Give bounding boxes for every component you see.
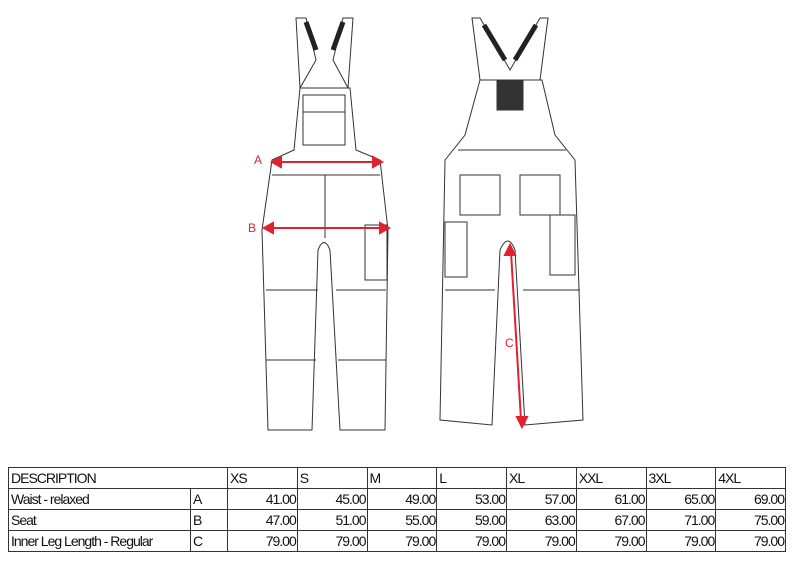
table-header-row: DESCRIPTION XS S M L XL XXL 3XL 4XL	[8, 467, 786, 489]
measurement-cell: 79.00	[575, 530, 647, 552]
measurement-cell: 79.00	[436, 530, 507, 552]
measurement-cell: 41.00	[227, 488, 298, 510]
measurement-cell: 57.00	[506, 488, 577, 510]
row-code: A	[190, 488, 228, 510]
row-code: B	[190, 509, 228, 531]
measurement-cell: 61.00	[575, 488, 647, 510]
header-size: 4XL	[715, 467, 786, 489]
measurement-cell: 79.00	[366, 530, 438, 552]
row-description: Seat	[8, 509, 191, 531]
row-code: C	[190, 530, 228, 552]
row-description: Inner Leg Length - Regular	[8, 530, 191, 552]
measurement-cell: 59.00	[436, 509, 507, 531]
header-size: XS	[227, 467, 298, 489]
header-size: M	[366, 467, 438, 489]
header-size: S	[296, 467, 368, 489]
measurement-cell: 47.00	[227, 509, 298, 531]
row-description: Waist - relaxed	[8, 488, 191, 510]
measurement-cell: 45.00	[296, 488, 368, 510]
measurement-cell: 69.00	[715, 488, 786, 510]
header-size: L	[436, 467, 507, 489]
measurement-cell: 67.00	[575, 509, 647, 531]
header-size: XL	[506, 467, 577, 489]
front-view	[261, 17, 389, 431]
measurement-cell: 65.00	[645, 488, 717, 510]
measurement-cell: 79.00	[296, 530, 368, 552]
measurement-cell: 79.00	[506, 530, 577, 552]
back-view	[439, 17, 584, 426]
header-size: XXL	[575, 467, 647, 489]
label-a: A	[254, 153, 262, 167]
measurement-cell: 79.00	[715, 530, 786, 552]
measurement-cell: 51.00	[296, 509, 368, 531]
measurement-cell: 55.00	[366, 509, 438, 531]
measurement-cell: 75.00	[715, 509, 786, 531]
measurement-cell: 63.00	[506, 509, 577, 531]
label-c: C	[505, 336, 514, 350]
measurement-cell: 79.00	[227, 530, 298, 552]
measurement-cell: 71.00	[645, 509, 717, 531]
measurement-cell: 53.00	[436, 488, 507, 510]
measurement-cell: 49.00	[366, 488, 438, 510]
header-size: 3XL	[645, 467, 717, 489]
size-chart-table: DESCRIPTION XS S M L XL XXL 3XL 4XL Wais…	[8, 467, 786, 552]
header-description: DESCRIPTION	[8, 467, 228, 489]
label-b: B	[248, 221, 256, 235]
overalls-technical-drawing: A B C	[248, 17, 584, 431]
measurement-cell: 79.00	[645, 530, 717, 552]
arrow-c	[510, 251, 522, 421]
